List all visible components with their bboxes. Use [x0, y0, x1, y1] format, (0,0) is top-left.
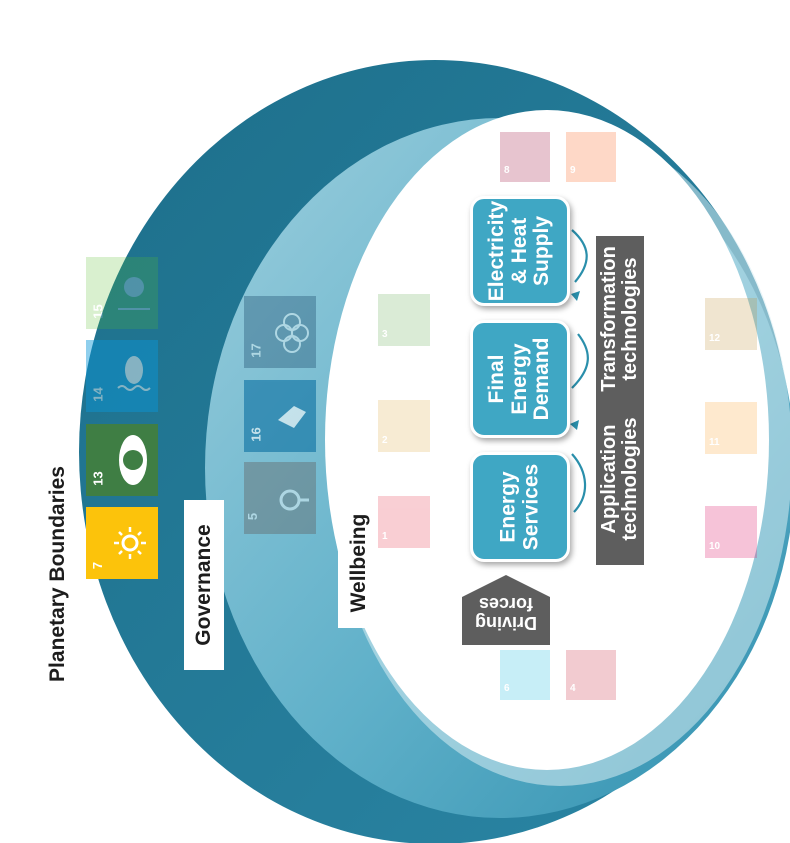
transformation-technologies-label: Transformation technologies	[596, 236, 644, 402]
energy-services-text: Energy Services	[496, 463, 542, 551]
gender-equality-icon	[279, 489, 309, 511]
sdg-16-tile: 16	[244, 380, 316, 452]
sdg-13-number: 13	[90, 471, 106, 486]
dove-icon	[278, 406, 306, 428]
sdg-16-number: 16	[248, 427, 264, 442]
sdg-8-number: 8	[504, 165, 510, 176]
sdg-9-tile: 9	[566, 132, 616, 182]
sdg-17-tile: 17	[244, 296, 316, 368]
fish-icon	[117, 356, 151, 391]
sdg-6-number: 6	[504, 683, 510, 694]
wellbeing-label: Wellbeing	[338, 498, 380, 628]
sdg-15-number: 15	[90, 304, 106, 319]
driving-forces-arrow: Driving forces	[462, 575, 550, 645]
sdg-8-tile: 8	[500, 132, 550, 182]
partnership-rings-icon	[275, 313, 309, 353]
sdg-5-number: 5	[245, 512, 261, 521]
sdg-7-tile: 7	[86, 507, 158, 579]
application-technologies-text: Application technologies	[598, 417, 641, 541]
electricity-heat-supply-box: Electricity & Heat Supply	[470, 196, 570, 306]
connector-arrowhead-2	[571, 291, 580, 301]
sdg-17-number: 17	[248, 343, 264, 358]
energy-services-box: Energy Services	[470, 452, 570, 562]
electricity-heat-supply-text: Electricity & Heat Supply	[484, 200, 554, 302]
sdg-3-number: 3	[382, 329, 388, 340]
sdg-1-tile: 1	[378, 496, 430, 548]
connector-arrowhead-1	[570, 420, 579, 430]
tree-icon	[118, 277, 150, 310]
connector-arrow-demand-services	[571, 333, 589, 389]
sdg-11-number: 11	[709, 437, 720, 448]
planetary-boundaries-label: Planetary Boundaries	[38, 446, 78, 701]
sdg-13-tile: 13	[86, 424, 158, 496]
transformation-technologies-text: Transformation technologies	[598, 246, 641, 392]
sdg-10-number: 10	[709, 541, 721, 552]
sdg-10-tile: 10	[705, 506, 757, 558]
sdg-14-number: 14	[90, 387, 106, 402]
sdg-14-tile: 14	[86, 340, 158, 412]
sdg-6-tile: 6	[500, 650, 550, 700]
sdg-7-number: 7	[90, 561, 106, 570]
eye-globe-icon	[119, 435, 147, 485]
sdg-2-number: 2	[382, 435, 388, 446]
final-energy-demand-box: Final Energy Demand	[470, 320, 570, 438]
sdg-2-tile: 2	[378, 400, 430, 452]
driving-forces-text: Driving forces	[474, 593, 538, 633]
governance-text: Governance	[192, 524, 215, 646]
sdg-4-tile: 4	[566, 650, 616, 700]
final-energy-demand-text: Final Energy Demand	[484, 337, 554, 421]
sdg-12-number: 12	[709, 333, 721, 344]
governance-label: Governance	[184, 500, 224, 670]
sdg-4-number: 4	[570, 683, 576, 694]
wellbeing-circle	[325, 110, 769, 770]
driving-forces-shape	[462, 575, 550, 645]
sdg-15-tile: 15	[86, 257, 158, 329]
connector-arrow-supply	[571, 229, 588, 283]
sdg-9-number: 9	[570, 165, 576, 176]
application-technologies-label: Application technologies	[596, 393, 644, 565]
sdg-12-tile: 12	[705, 298, 757, 350]
sdg-5-tile: 5	[244, 462, 316, 534]
connector-arrow-services-demand	[571, 453, 587, 513]
sdg-11-tile: 11	[705, 402, 757, 454]
wellbeing-text: Wellbeing	[347, 513, 370, 613]
sdg-3-tile: 3	[378, 294, 430, 346]
sun-icon	[114, 527, 146, 559]
planetary-boundaries-text: Planetary Boundaries	[46, 465, 69, 682]
sdg-1-number: 1	[382, 531, 388, 542]
